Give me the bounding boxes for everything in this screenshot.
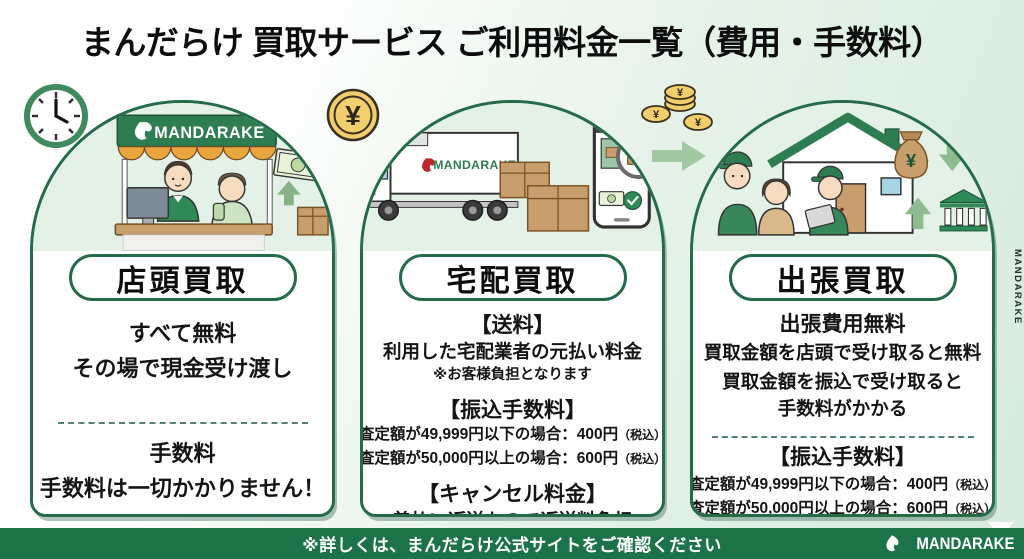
home-visit-illustration: ¥ xyxy=(693,103,992,251)
line: 買取金額を振込で受け取ると xyxy=(722,371,963,392)
line: 出張費用無料 xyxy=(779,313,906,336)
card-onsite: ¥ 出張買取 出張費用無料 買取金額を店頭で受け取ると無料 買取金額を振込で受け… xyxy=(690,100,995,517)
magnifier-icon xyxy=(615,133,662,190)
svg-text:¥: ¥ xyxy=(677,87,684,99)
free-line: すべて無料 xyxy=(128,321,237,346)
line: 手数料がかかる xyxy=(777,398,908,419)
delivery-truck-illustration: MANDARAKE xyxy=(363,103,662,251)
section-heading: 【送料】 xyxy=(470,314,555,337)
card-mailin: MANDARAKE xyxy=(360,100,665,517)
fee-heading: 手数料 xyxy=(149,441,216,466)
section-line: 着払い返送なので返送料負担 xyxy=(392,507,633,514)
down-arrow-icon xyxy=(939,132,966,172)
side-watermark: MANDARAKE xyxy=(1012,249,1023,325)
svg-text:MANDARAKE: MANDARAKE xyxy=(433,158,516,172)
footer-note: ※詳しくは、まんだらけ公式サイトをご確認ください xyxy=(302,536,722,555)
fee-row: 査定額が49,999円以下の場合：400円（税込） xyxy=(690,476,995,493)
free-line: その場で現金受け渡し xyxy=(72,356,293,381)
flame-icon xyxy=(885,534,898,551)
fee-row: 査定額が50,000円以上の場合：600円（税込） xyxy=(690,500,995,517)
section-heading: 【振込手数料】 xyxy=(769,446,916,469)
section-note: ※お客様負担となります xyxy=(433,367,592,383)
right-arrow-icon xyxy=(652,141,706,171)
card-title-mailin: 宅配買取 xyxy=(398,254,627,301)
card-title-instore: 店頭買取 xyxy=(68,254,297,301)
fee-line: 手数料は一切かかりません！ xyxy=(39,476,326,501)
storefront-illustration: MANDARAKE xyxy=(33,103,332,251)
section-heading: 【振込手数料】 xyxy=(439,399,586,422)
page-title: まんだらけ 買取サービス ご利用料金一覧（費用・手数料） xyxy=(80,24,944,61)
section-line: 利用した宅配業者の元払い料金 xyxy=(382,341,642,362)
footer-band: ※詳しくは、まんだらけ公式サイトをご確認ください MANDARAKE xyxy=(0,528,1024,559)
flame-icon xyxy=(422,158,436,172)
check-icon xyxy=(623,191,643,210)
line: 買取金額を店頭で受け取ると無料 xyxy=(703,342,982,363)
divider xyxy=(57,422,308,424)
divider xyxy=(711,436,974,438)
money-bag-icon: ¥ xyxy=(894,131,929,179)
svg-text:MANDARAKE: MANDARAKE xyxy=(154,124,264,142)
bank-icon xyxy=(939,189,988,232)
footer-logo: MANDARAKE xyxy=(885,528,1014,559)
flame-icon xyxy=(134,122,152,140)
svg-text:¥: ¥ xyxy=(906,150,917,171)
exchange-arrow-icon xyxy=(277,180,301,206)
card-instore: MANDARAKE xyxy=(30,100,335,517)
svg-text:¥: ¥ xyxy=(345,100,361,131)
section-heading: 【キャンセル料金】 xyxy=(418,483,607,506)
card-title-onsite: 出張買取 xyxy=(728,254,957,301)
fee-row: 査定額が50,000円以上の場合：600円（税込） xyxy=(360,450,665,467)
fee-row: 査定額が49,999円以下の場合：400円（税込） xyxy=(360,426,665,443)
up-arrow-icon xyxy=(904,197,932,229)
